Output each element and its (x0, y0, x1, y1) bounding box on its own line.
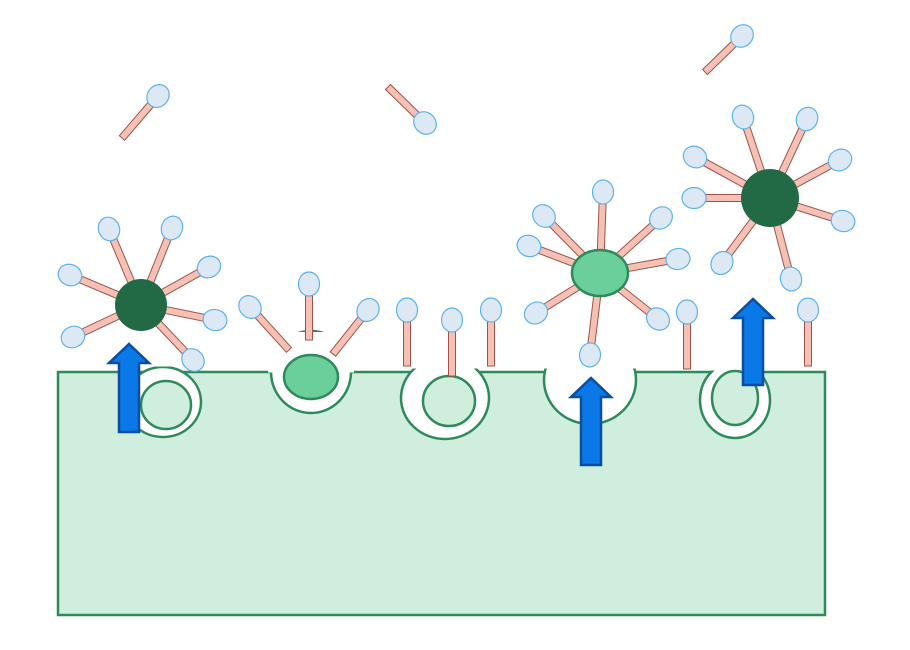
ligand-head (202, 308, 228, 332)
ligand-head (532, 204, 556, 228)
ligand-head (830, 209, 856, 233)
ligand (796, 297, 820, 367)
ligand-head (682, 145, 708, 169)
ligand (238, 295, 293, 354)
ligand-head (60, 325, 86, 349)
ligand-head (181, 348, 205, 372)
up-arrow-icon (729, 297, 777, 387)
ligand-stick (487, 319, 495, 367)
ligand-head (681, 186, 707, 210)
ligand (297, 271, 321, 341)
ligand-head (645, 307, 671, 331)
vesicle (139, 379, 193, 431)
ligand (701, 24, 754, 76)
ligand-head (665, 247, 691, 271)
ligand-head (710, 250, 734, 276)
ligand-stick (384, 83, 421, 120)
ligand-head (796, 297, 820, 323)
ligand (329, 297, 380, 357)
ligand-head (97, 216, 121, 242)
ligand-head (479, 297, 503, 323)
ligand-head (146, 84, 170, 108)
ligand-head (731, 104, 755, 130)
ligand-stick (701, 39, 738, 76)
nanoparticle-light (282, 353, 340, 401)
ligand-head (827, 148, 853, 172)
up-arrow-icon (567, 376, 615, 467)
nanoparticle-dark (741, 169, 799, 227)
ligand-head (440, 307, 464, 333)
ligand (395, 297, 419, 367)
ligand-head (356, 297, 380, 323)
ligand-head (160, 215, 184, 241)
ligand-stick (305, 293, 313, 341)
ligand-head (413, 111, 437, 135)
ligand-head (779, 266, 803, 292)
nanoparticle-dark (115, 279, 167, 331)
ligand (675, 299, 699, 370)
ligand (479, 297, 503, 367)
ligand-head (578, 342, 602, 368)
ligand (440, 307, 464, 377)
up-arrow-icon (105, 342, 153, 434)
vesicle (421, 374, 477, 428)
ligand-stick (448, 329, 456, 377)
ligand-stick (403, 319, 411, 367)
ligand-head (196, 255, 222, 279)
nanoparticle-light (570, 248, 630, 298)
ligand-stick (804, 319, 812, 367)
ligand-head (675, 299, 699, 325)
ligand-head (238, 295, 262, 319)
ligand-head (395, 297, 419, 323)
pocket-opening (398, 328, 492, 369)
ligand-head (297, 271, 321, 297)
ligand-stick (683, 321, 691, 370)
ligand-head (57, 263, 83, 287)
ligand-stick (118, 100, 155, 141)
ligand-head (591, 179, 615, 205)
ligand-head (523, 301, 549, 325)
ligand (384, 83, 437, 135)
ligand-head (516, 234, 542, 258)
ligand (118, 84, 170, 141)
ligand-head (795, 106, 819, 132)
ligand-head (649, 206, 673, 230)
ligand-head (730, 24, 754, 48)
